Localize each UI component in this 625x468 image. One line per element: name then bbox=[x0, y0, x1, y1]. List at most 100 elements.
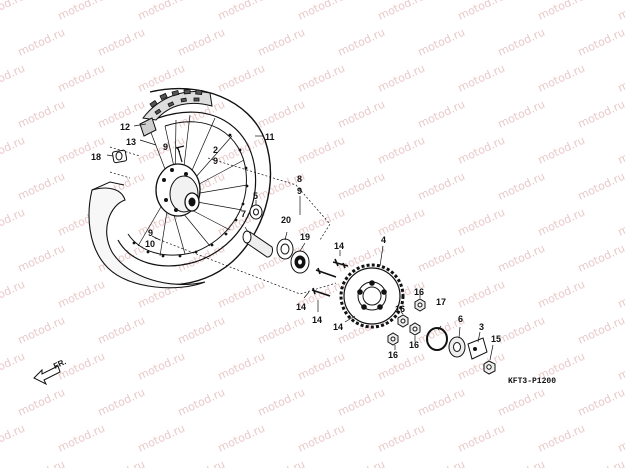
watermark-text: motod.ru bbox=[16, 170, 67, 203]
watermark-text: motod.ru bbox=[296, 422, 347, 455]
callout-7: 7 bbox=[241, 209, 246, 219]
watermark-text: motod.ru bbox=[496, 458, 547, 468]
tire-bead bbox=[139, 117, 157, 137]
callout-13: 13 bbox=[126, 137, 136, 147]
watermark-text: motod.ru bbox=[416, 26, 467, 59]
watermark-text: motod.ru bbox=[216, 350, 267, 383]
watermark-text: motod.ru bbox=[0, 134, 27, 167]
rear-wheel-drawing bbox=[88, 87, 272, 289]
watermark-text: motod.ru bbox=[416, 98, 467, 131]
watermark-text: motod.ru bbox=[96, 26, 147, 59]
sprocket-stud-upper bbox=[332, 258, 349, 269]
watermark-text: motod.ru bbox=[176, 314, 227, 347]
callout-12: 12 bbox=[120, 122, 130, 132]
rim-outer bbox=[117, 111, 257, 267]
rim-holes bbox=[132, 133, 249, 258]
watermark-text: motod.ru bbox=[496, 242, 547, 275]
watermark-text: motod.ru bbox=[296, 62, 347, 95]
watermark-text: motod.ru bbox=[376, 350, 427, 383]
watermark-text: motod.ru bbox=[536, 422, 587, 455]
callout-4: 4 bbox=[381, 235, 386, 245]
watermark-text: motod.ru bbox=[56, 0, 107, 23]
watermark-text: motod.ru bbox=[456, 0, 507, 23]
watermark-text: motod.ru bbox=[256, 458, 307, 468]
watermark-text: motod.ru bbox=[176, 458, 227, 468]
watermark-text: motod.ru bbox=[536, 62, 587, 95]
watermark-text: motod.ru bbox=[136, 134, 187, 167]
watermark-text: motod.ru bbox=[496, 386, 547, 419]
watermark-text: motod.ru bbox=[456, 134, 507, 167]
watermark-text: motod.ru bbox=[456, 278, 507, 311]
watermark-text: motod.ru bbox=[296, 0, 347, 23]
watermark-text: motod.ru bbox=[496, 98, 547, 131]
watermark-text: motod.ru bbox=[376, 422, 427, 455]
callout-3: 3 bbox=[479, 322, 484, 332]
watermark-text: motod.ru bbox=[16, 242, 67, 275]
watermark-text: motod.ru bbox=[296, 134, 347, 167]
distance-tube bbox=[244, 231, 273, 258]
watermark-text: motod.ru bbox=[616, 350, 625, 383]
callout-9-right: 9 bbox=[297, 186, 302, 196]
watermark-text: motod.ru bbox=[216, 0, 267, 23]
watermark-text: motod.ru bbox=[0, 0, 27, 23]
watermark-text: motod.ru bbox=[16, 98, 67, 131]
watermark-text: motod.ru bbox=[336, 386, 387, 419]
watermark-text: motod.ru bbox=[256, 314, 307, 347]
watermark-text: motod.ru bbox=[536, 134, 587, 167]
watermark-text: motod.ru bbox=[576, 458, 625, 468]
callout-17: 17 bbox=[436, 297, 446, 307]
watermark-text: motod.ru bbox=[216, 62, 267, 95]
watermark-text: motod.ru bbox=[376, 62, 427, 95]
watermark-text: motod.ru bbox=[416, 242, 467, 275]
callout-5: 5 bbox=[253, 191, 258, 201]
callout-16-c: 16 bbox=[409, 340, 419, 350]
watermark-text: motod.ru bbox=[616, 422, 625, 455]
callout-16-a: 16 bbox=[414, 287, 424, 297]
callout-6: 6 bbox=[458, 314, 463, 324]
watermark-text: motod.ru bbox=[56, 278, 107, 311]
callout-18: 18 bbox=[91, 152, 101, 162]
callout-16-d: 16 bbox=[388, 350, 398, 360]
watermark-text: motod.ru bbox=[536, 278, 587, 311]
drive-sprocket bbox=[339, 263, 405, 329]
callout-20: 20 bbox=[281, 215, 291, 225]
sprocket-plate bbox=[467, 337, 488, 360]
watermark-text: motod.ru bbox=[96, 458, 147, 468]
sprocket-nuts bbox=[387, 298, 426, 346]
watermark-text: motod.ru bbox=[56, 422, 107, 455]
watermark-text: motod.ru bbox=[96, 386, 147, 419]
watermark-text: motod.ru bbox=[16, 386, 67, 419]
watermark-text: motod.ru bbox=[376, 134, 427, 167]
watermark-text: motod.ru bbox=[176, 386, 227, 419]
watermark-text: motod.ru bbox=[616, 134, 625, 167]
watermark-text: motod.ru bbox=[336, 458, 387, 468]
watermark-text: motod.ru bbox=[136, 0, 187, 23]
callout-14-c: 14 bbox=[312, 315, 322, 325]
watermark-text: motod.ru bbox=[16, 458, 67, 468]
watermark-text: motod.ru bbox=[0, 350, 27, 383]
watermark-text: motod.ru bbox=[136, 422, 187, 455]
watermark-text: motod.ru bbox=[16, 314, 67, 347]
callout-8: 8 bbox=[297, 174, 302, 184]
callout-19: 19 bbox=[300, 232, 310, 242]
watermark-text: motod.ru bbox=[456, 62, 507, 95]
watermark-text: motod.ru bbox=[536, 0, 587, 23]
watermark-text: motod.ru bbox=[496, 26, 547, 59]
watermark-text: motod.ru bbox=[616, 62, 625, 95]
sprocket-stud-mid bbox=[315, 267, 337, 278]
watermark-text: motod.ru bbox=[496, 170, 547, 203]
sprocket-stud-lower bbox=[311, 287, 331, 297]
callout-9-top: 9 bbox=[163, 142, 168, 152]
watermark-text: motod.ru bbox=[576, 242, 625, 275]
watermark-text: motod.ru bbox=[256, 386, 307, 419]
watermark-text: motod.ru bbox=[376, 0, 427, 23]
watermark-text: motod.ru bbox=[56, 62, 107, 95]
watermark-text: motod.ru bbox=[376, 206, 427, 239]
watermark-text: motod.ru bbox=[616, 206, 625, 239]
front-arrow-icon bbox=[33, 365, 61, 386]
callout-2: 2 bbox=[213, 145, 218, 155]
watermark-text: motod.ru bbox=[416, 386, 467, 419]
watermark-text: motod.ru bbox=[0, 206, 27, 239]
watermark-text: motod.ru bbox=[0, 422, 27, 455]
